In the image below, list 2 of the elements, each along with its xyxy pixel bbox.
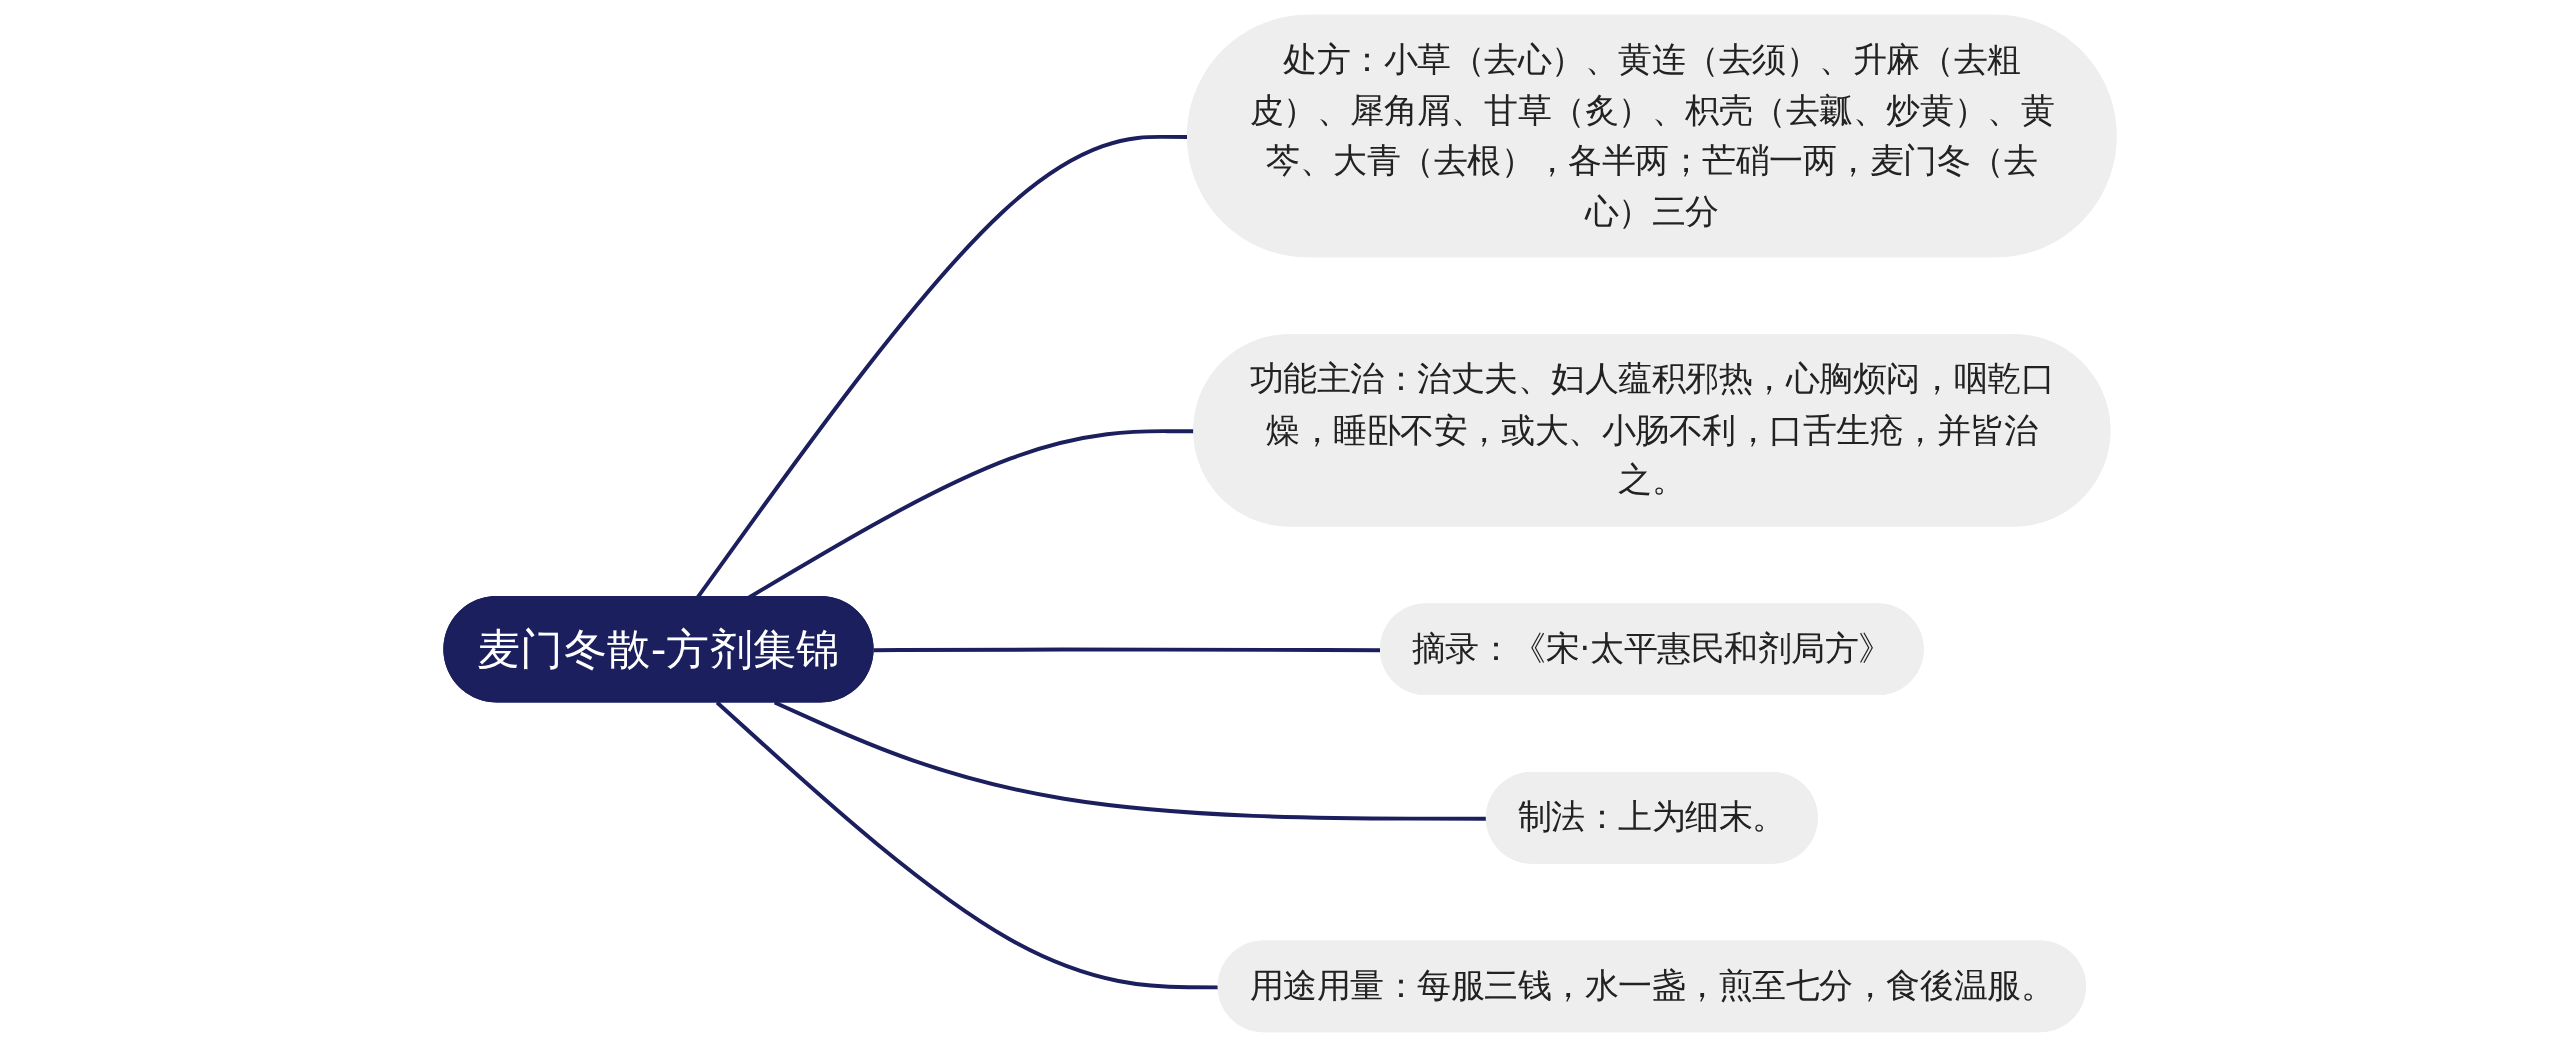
connector bbox=[873, 647, 1382, 653]
connector bbox=[715, 700, 1220, 990]
